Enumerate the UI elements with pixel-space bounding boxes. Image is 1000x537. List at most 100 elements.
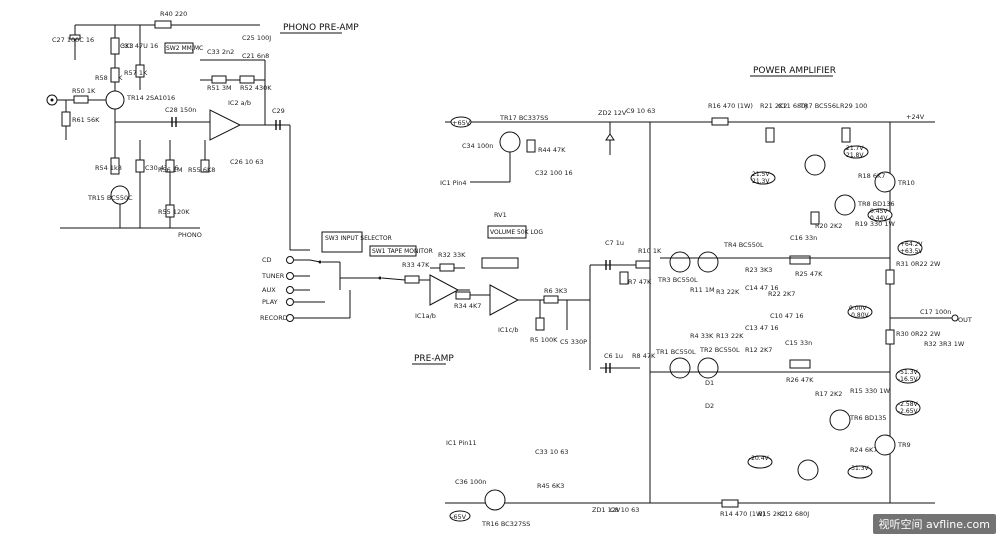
pwr-c10: C10 47 16 xyxy=(770,312,803,320)
pwr-r30: R30 0R22 2W xyxy=(896,330,941,338)
input-jack-cd[interactable] xyxy=(286,256,294,264)
pwr-tr9 xyxy=(874,434,896,456)
preamp-rv1: RV1 xyxy=(494,211,507,219)
phono-c26: C26 10 63 xyxy=(230,158,263,166)
pwr-r3: R3 22K xyxy=(716,288,740,296)
svg-text:-31.3V: -31.3V xyxy=(849,465,870,472)
svg-text:21.8V: 21.8V xyxy=(846,152,864,159)
pwr-r26: R26 47K xyxy=(786,376,814,384)
pwr-r15b: R15 2K2 xyxy=(758,510,785,518)
pwr-c13: C13 47 16 xyxy=(745,324,778,332)
input-jack-aux[interactable] xyxy=(286,286,294,294)
speaker-out[interactable] xyxy=(951,314,959,322)
pwr-tr8 xyxy=(834,194,856,216)
input-jack-tuner[interactable] xyxy=(286,272,294,280)
preamp-r5: R5 100K xyxy=(530,336,558,344)
svg-text:TR17 BC337SS: TR17 BC337SS xyxy=(499,114,548,122)
svg-text:21.5V: 21.5V xyxy=(752,171,770,178)
svg-text:TR8 BD136: TR8 BD136 xyxy=(857,200,895,208)
pwr-r31: R31 0R22 2W xyxy=(896,260,941,268)
svg-text:OUT: OUT xyxy=(958,316,972,324)
pwr-tr3 xyxy=(669,251,691,273)
svg-text:-2.58V: -2.58V xyxy=(898,401,919,408)
phono-r51: R51 3M xyxy=(207,84,232,92)
svg-text:VOLUME 50K LOG: VOLUME 50K LOG xyxy=(490,229,543,236)
phono-sw2[interactable] xyxy=(164,42,194,54)
phono-c31: C31 47U 16 xyxy=(120,42,158,50)
phono-r53: 3K3 xyxy=(121,42,134,50)
pwr-r15: R15 330 1W xyxy=(850,387,890,395)
pwr-c6: C6 1u xyxy=(604,352,623,360)
svg-text:21.7V: 21.7V xyxy=(846,145,864,152)
pwr-c15: C15 33n xyxy=(785,339,812,347)
phono-r61: R61 56K xyxy=(72,116,100,124)
pwr-c11: C11 680J xyxy=(778,102,807,110)
pwr-r44: R44 47K xyxy=(538,146,566,154)
phono-c33: C33 2n2 xyxy=(207,48,234,56)
sw3-input-selector[interactable] xyxy=(321,231,363,253)
phono-r54: R54 1k8 xyxy=(95,164,122,172)
input-jack-record[interactable] xyxy=(286,314,294,322)
input-label-tuner: TUNER xyxy=(261,272,285,280)
pwr-c17: C17 100n xyxy=(920,308,951,316)
pwr-r29: R29 100 xyxy=(840,102,867,110)
svg-text:SW1 TAPE MONITOR: SW1 TAPE MONITOR xyxy=(372,248,433,255)
sw1-tape-monitor[interactable] xyxy=(369,245,417,257)
svg-text:-51.3V: -51.3V xyxy=(898,369,919,376)
section-title-power: POWER AMPLIFIER xyxy=(753,66,836,76)
svg-text:-20.4V: -20.4V xyxy=(749,455,770,462)
phono-out-label: PHONO xyxy=(178,231,202,239)
pwr-tr6 xyxy=(829,409,851,431)
pwr-tr4 xyxy=(697,251,719,273)
pwr-r12: R12 2K7 xyxy=(745,346,772,354)
pwr-r11: R11 1M xyxy=(690,286,715,294)
pwr-r13: R13 22K xyxy=(716,332,744,340)
pwr-tr16 xyxy=(484,489,506,511)
pwr-tr1 xyxy=(669,357,691,379)
watermark-logo: 视听空间 avfline.com xyxy=(872,514,996,534)
svg-text:IC1c/b: IC1c/b xyxy=(498,326,518,334)
phono-c27: C27 100C 16 xyxy=(52,36,94,44)
pwr-c36: C36 100n xyxy=(455,478,486,486)
phono-r52: R52 430K xyxy=(240,84,272,92)
svg-text:TR15 BC550C: TR15 BC550C xyxy=(87,194,133,202)
pwr-zd2: ZD2 12V xyxy=(598,109,627,117)
phono-r56: R56 1M xyxy=(158,166,183,174)
preamp-r32: R32 33K xyxy=(438,251,466,259)
phono-r50: R50 1K xyxy=(72,87,96,95)
input-label-record: RECORD xyxy=(260,314,288,322)
phono-r57: R57 1K xyxy=(124,69,148,77)
pwr-ic1-pin4: IC1 Pin4 xyxy=(440,179,467,187)
svg-text:TR1 BC550L: TR1 BC550L xyxy=(655,348,696,356)
input-jack-play[interactable] xyxy=(286,298,294,306)
rail-minus65v xyxy=(449,510,471,522)
svg-text:-0.80V: -0.80V xyxy=(849,312,870,319)
pwr-tr7 xyxy=(804,154,826,176)
phono-r55: R55 120K xyxy=(158,208,190,216)
pwr-c8: C8 10 63 xyxy=(610,506,639,514)
preamp-volume[interactable] xyxy=(487,225,527,239)
pwr-r4: R4 33K xyxy=(690,332,714,340)
pwr-r10: R10 1K xyxy=(638,247,662,255)
svg-text:TR14 2SA1016: TR14 2SA1016 xyxy=(126,94,175,102)
pwr-r32o: R32 3R3 1W xyxy=(924,340,965,348)
pwr-r25: R25 47K xyxy=(795,270,823,278)
pwr-c12: C12 680J xyxy=(780,510,809,518)
svg-text:TR9: TR9 xyxy=(897,441,911,449)
pwr-r14: R14 470 (1W) xyxy=(720,510,765,518)
pwr-zd1: ZD1 12V xyxy=(592,506,621,514)
pwr-d2: D2 xyxy=(705,402,714,410)
pwr-c33b: C33 10 63 xyxy=(535,448,568,456)
voltage-annotations: 21.7V 21.8V 21.5V 21.3V 0.45V 0.44V +64.… xyxy=(747,145,923,479)
svg-text:0.45V: 0.45V xyxy=(870,208,888,215)
svg-text:0.44V: 0.44V xyxy=(870,215,888,222)
phono-ic2 xyxy=(209,109,242,141)
svg-text:-65V: -65V xyxy=(451,513,467,521)
svg-text:TR2 BC550L: TR2 BC550L xyxy=(699,346,740,354)
svg-text:SW2 MM/MC: SW2 MM/MC xyxy=(166,45,203,52)
pwr-tr17 xyxy=(499,131,521,153)
pwr-d1: D1 xyxy=(705,379,714,387)
pwr-r17: R17 2K2 xyxy=(815,390,842,398)
pwr-r24: R24 6K7 xyxy=(850,446,877,454)
pwr-r21: R21 2K2 xyxy=(760,102,787,110)
